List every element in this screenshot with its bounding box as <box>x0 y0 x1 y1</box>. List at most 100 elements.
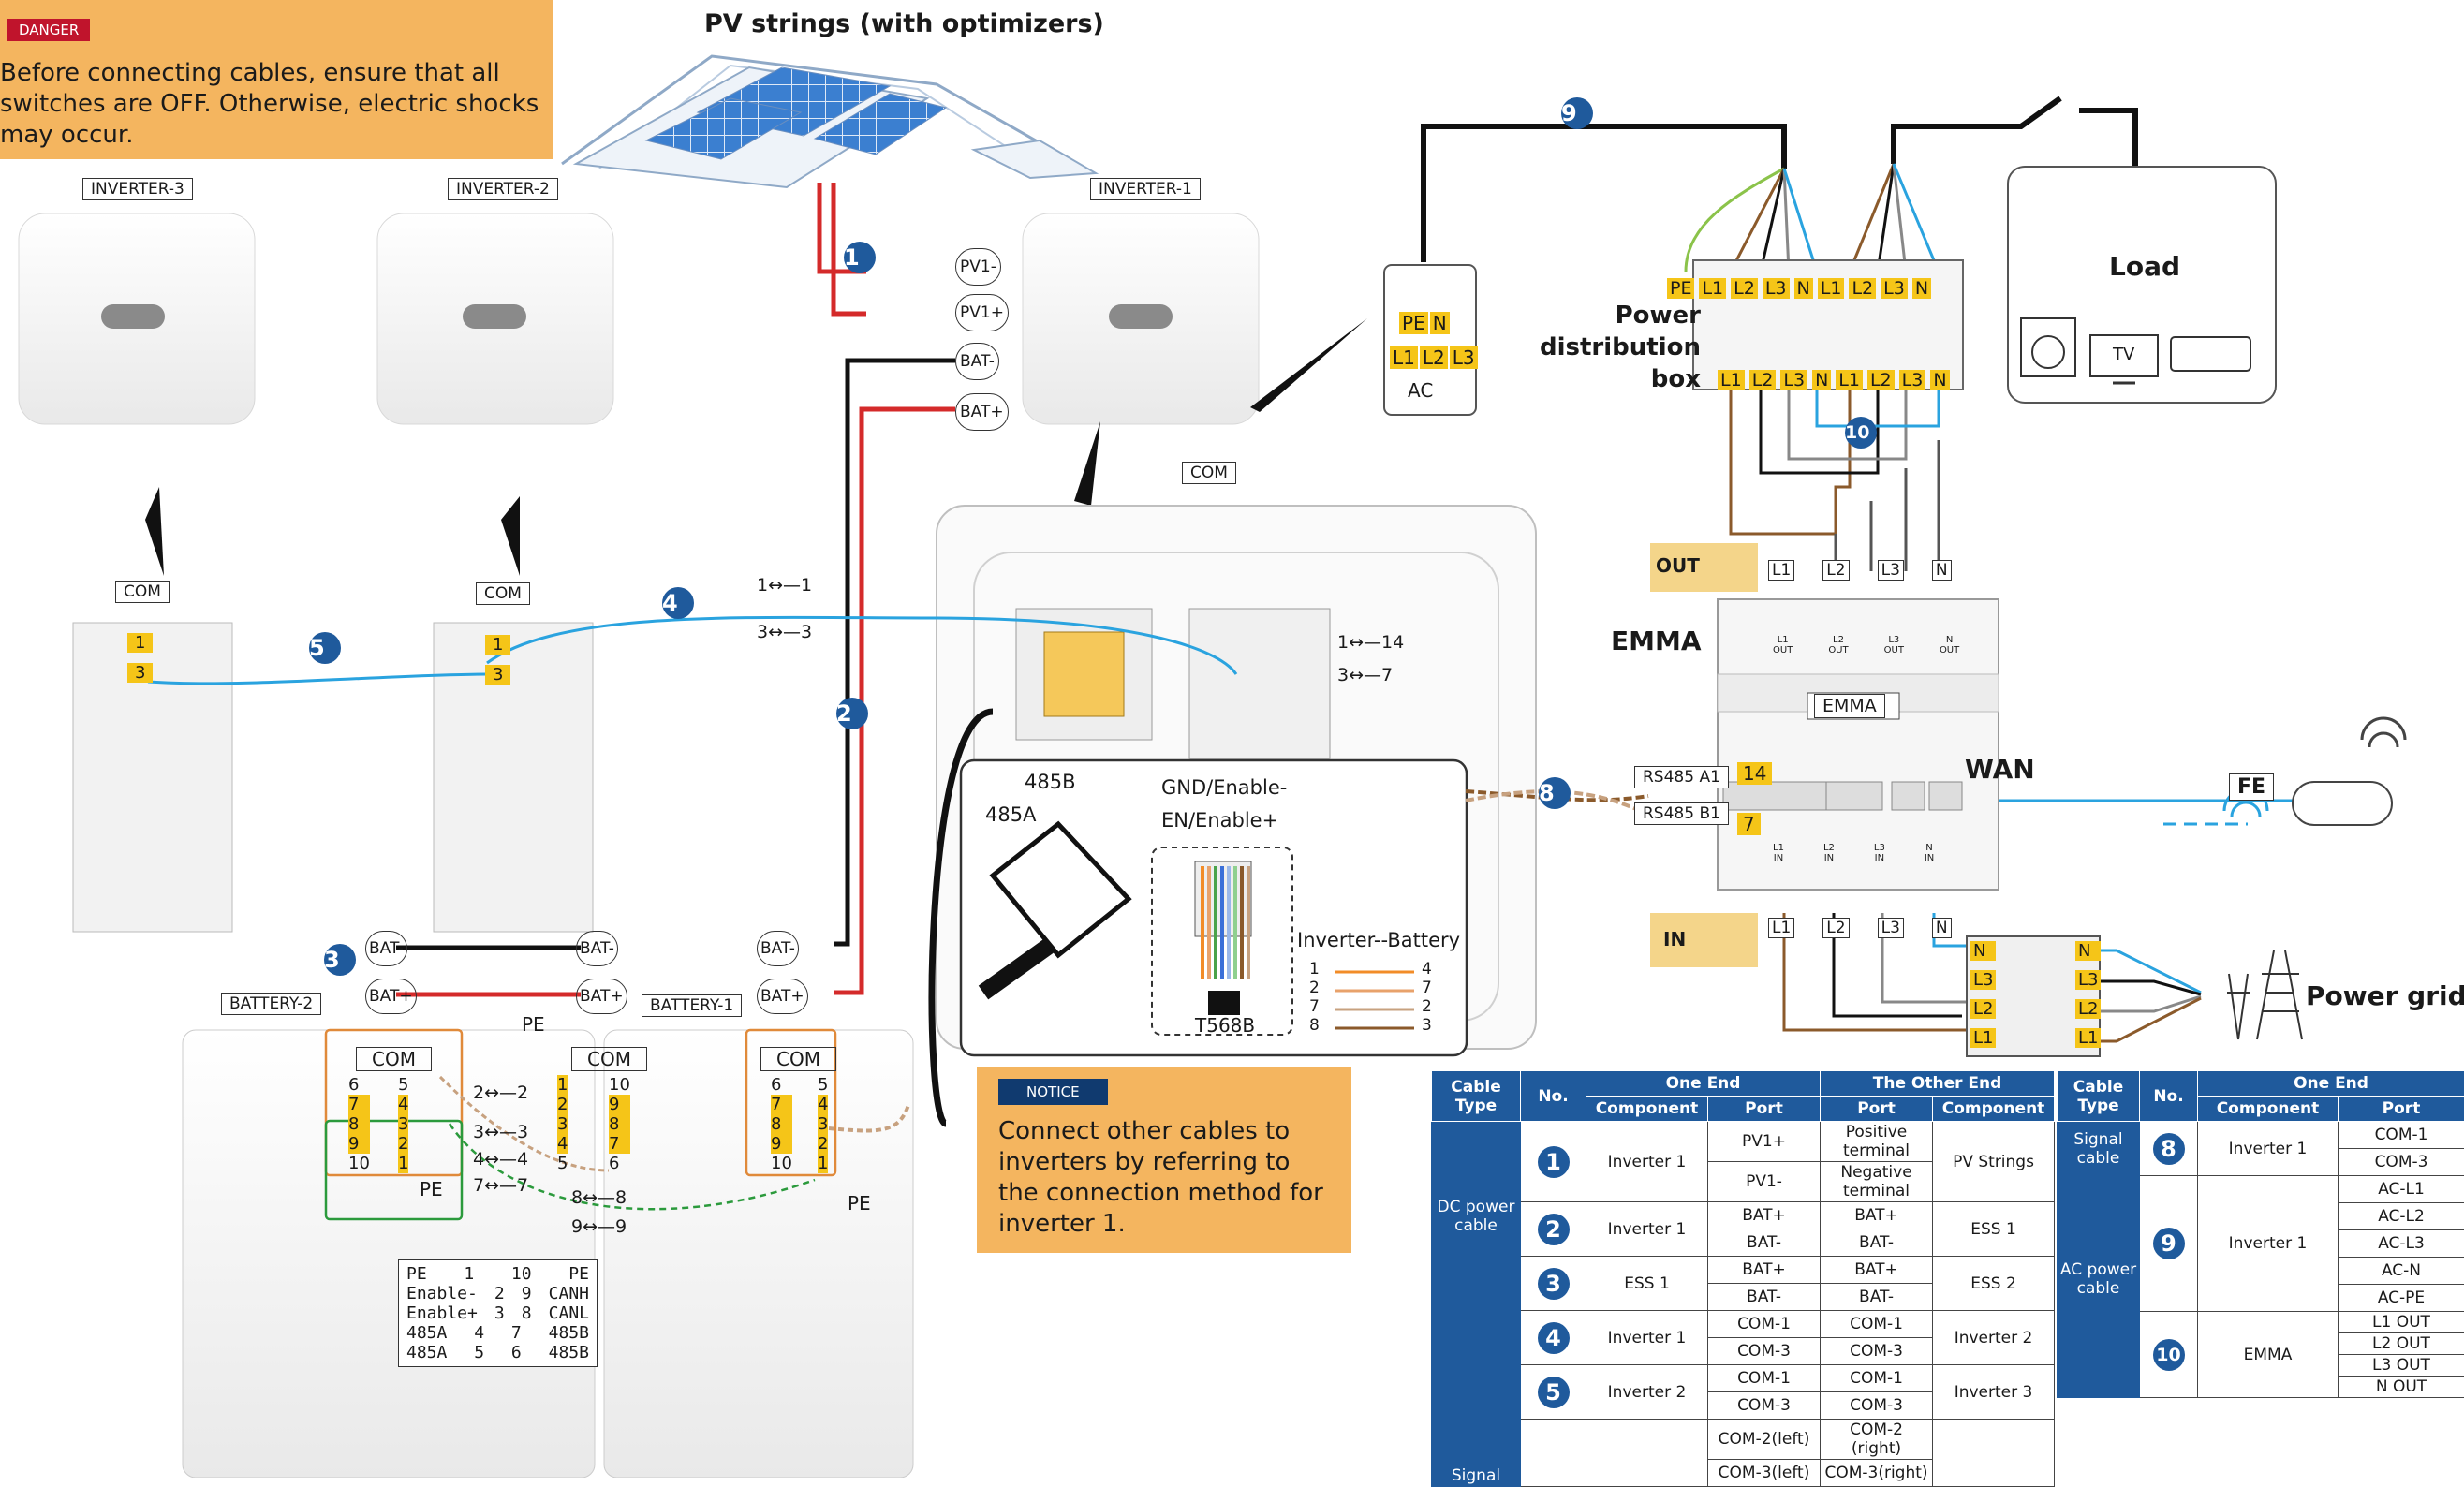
col-cable-type: Cable Type <box>2058 1071 2140 1122</box>
cable-table-2: Cable Type No. One End Component Port Si… <box>2057 1070 2464 1398</box>
pin-cell: 3 <box>494 1303 505 1323</box>
table-row: 5 Inverter 2 COM-1 COM-1 Inverter 3 <box>1432 1365 2055 1392</box>
pdb-pin: L3 <box>1881 278 1908 299</box>
battery-pin: 7 <box>348 1095 370 1114</box>
grid-pin: L3 <box>1970 970 1996 990</box>
map-b-7: 7↔—7 <box>473 1175 528 1196</box>
cell-port: COM-3 <box>2339 1149 2464 1176</box>
load-box <box>2008 167 2276 403</box>
map-b-3: 3↔—3 <box>473 1122 528 1142</box>
in-tag: IN <box>1650 913 1758 967</box>
emma-sub: L3 OUT <box>1884 635 1904 655</box>
tv-label: TV <box>2113 345 2134 364</box>
rj-map-a: 7 <box>1309 997 1320 1016</box>
com-label-inverter-3: COM <box>115 581 170 603</box>
bat2-minus-left: BAT- <box>365 931 407 966</box>
col-no: No. <box>2140 1071 2198 1122</box>
emma-in-ports: L1 L2 L3 N <box>1768 918 1952 938</box>
cell-port: BAT+ <box>1708 1257 1821 1284</box>
table-row: Signal 4 Inverter 1 COM-1 COM-1 Inverter… <box>1432 1311 2055 1338</box>
cell-comp <box>1933 1420 2055 1487</box>
cell-comp: Inverter 1 <box>2198 1122 2339 1176</box>
cell-comp: EMMA <box>2198 1312 2339 1398</box>
map-b-9: 9↔—9 <box>571 1216 627 1237</box>
emma-port: L3 <box>1878 560 1904 581</box>
emma-sub: L1 OUT <box>1773 635 1793 655</box>
wan-title: WAN <box>1965 754 2035 785</box>
col-component: Component <box>1933 1097 2055 1122</box>
marker-number: 3 <box>324 944 356 976</box>
pin-cell: 2 <box>494 1284 505 1303</box>
grid-pin: L1 <box>1970 1028 1996 1048</box>
marker-number: 9 <box>1561 97 1593 129</box>
battery-pin: 5 <box>557 1154 568 1173</box>
col-no: No. <box>1521 1071 1586 1122</box>
grid-pins-right: N L3 L2 L1 <box>2075 941 2101 1048</box>
battery-pin: 10 <box>348 1154 370 1173</box>
marker-number: 8 <box>1539 777 1571 809</box>
cell-comp: Inverter 1 <box>1586 1122 1708 1202</box>
cell-no: 8 <box>2140 1122 2198 1176</box>
pin-cell: 10 <box>511 1264 532 1284</box>
pdb-bottom-pins: L1 L2 L3 N L1 L2 L3 N <box>1718 370 1950 390</box>
cell-port: COM-3 <box>1821 1338 1933 1365</box>
row-number: 8 <box>2153 1133 2185 1165</box>
pdb-pin: L3 <box>1780 370 1807 390</box>
notice-tag: NOTICE <box>998 1079 1108 1105</box>
col-port: Port <box>1708 1097 1821 1122</box>
marker-1: 1 <box>844 242 876 273</box>
cell-port: BAT- <box>1708 1229 1821 1257</box>
notice-panel: NOTICE Connect other cables to inverters… <box>977 1067 1351 1253</box>
ac-pin: L2 <box>1420 346 1448 369</box>
cell-port: AC-L3 <box>2339 1230 2464 1258</box>
pin-cell: 5 <box>474 1343 484 1362</box>
cell-no <box>1521 1420 1586 1487</box>
grid-pin: L1 <box>2075 1028 2101 1048</box>
cell-type: DC power cable <box>1432 1122 1521 1311</box>
cell-port: PV1- <box>1708 1162 1821 1202</box>
pe-label-battery-1: PE <box>848 1192 871 1215</box>
cell-port: COM-3(left) <box>1708 1460 1821 1487</box>
cell-port: BAT- <box>1821 1284 1933 1311</box>
pin-cell: 9 <box>522 1284 532 1303</box>
inv2-com-pin-b: 3 <box>485 665 510 685</box>
pdb-title: Power distribution box <box>1540 300 1701 395</box>
table-row: 3 ESS 1 BAT+ BAT+ ESS 2 <box>1432 1257 2055 1284</box>
pv-title: PV strings (with optimizers) <box>704 9 1104 38</box>
danger-text: Before connecting cables, ensure that al… <box>0 58 548 151</box>
pdb-pin: PE <box>1667 278 1694 299</box>
pin-cell: 485B <box>549 1323 589 1343</box>
battery-pin: 3 <box>818 1114 828 1134</box>
cell-port: PV1+ <box>1708 1122 1821 1162</box>
marker-number: 5 <box>309 632 341 664</box>
row-number: 10 <box>2153 1339 2185 1371</box>
rj-map-a: 2 <box>1309 979 1320 997</box>
bat-minus-terminal: BAT- <box>955 343 999 380</box>
col-cable-type: Cable Type <box>1432 1071 1521 1122</box>
marker-number: 10 <box>1845 417 1877 449</box>
cell-no: 9 <box>2140 1176 2198 1312</box>
emma-title: EMMA <box>1611 626 1702 656</box>
pe-label-battery: PE <box>522 1013 545 1036</box>
pdb-pin: L2 <box>1867 370 1895 390</box>
rj-gnd: GND/Enable- <box>1161 776 1287 799</box>
inverter-2-label: INVERTER-2 <box>448 178 558 200</box>
rj-map-b: 4 <box>1422 960 1432 979</box>
cell-port: COM-2(left) <box>1708 1420 1821 1460</box>
marker-5: 5 <box>309 632 341 664</box>
pv-roof <box>562 56 1096 187</box>
fe-label: FE <box>2229 773 2274 801</box>
battery-pin: 8 <box>771 1114 792 1134</box>
grid-pin: N <box>1970 941 1996 961</box>
cell-comp: ESS 1 <box>1586 1257 1708 1311</box>
cell-no: 2 <box>1521 1202 1586 1257</box>
ac-pin: L3 <box>1450 346 1478 369</box>
cell-port: L3 OUT <box>2339 1355 2464 1377</box>
pdb-pin: N <box>1812 370 1831 390</box>
battery-pin: 2 <box>818 1134 828 1154</box>
cell-comp: ESS 1 <box>1933 1202 2055 1257</box>
com-terminal-inverter-2 <box>434 623 593 932</box>
battery-2-right-pins: 5 4 3 2 1 <box>398 1075 408 1173</box>
battery-pin: 4 <box>557 1134 568 1154</box>
